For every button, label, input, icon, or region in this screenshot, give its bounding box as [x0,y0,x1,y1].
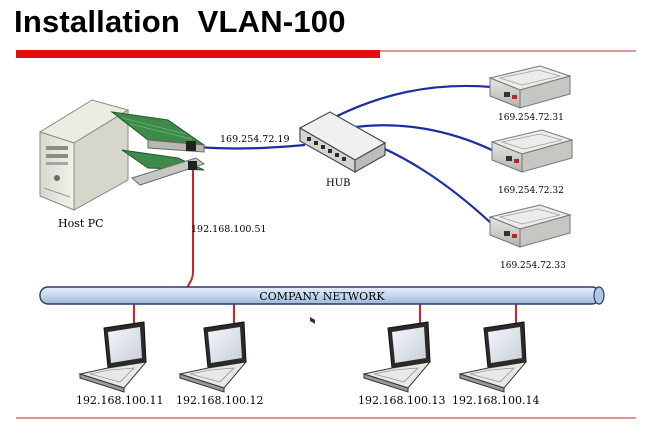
device-box-icon [488,65,572,109]
laptop-4-ip: 192.168.100.14 [452,394,539,407]
cable-host-hub [195,143,306,150]
nic-card-icon [110,111,206,186]
title-accent-bar [16,50,380,58]
device-2-ip: 169.254.72.32 [498,186,564,196]
cable-hub-device-2 [347,124,495,152]
laptop-icon [178,321,248,393]
laptop-3-ip: 192.168.100.13 [358,394,445,407]
device-box-icon [490,129,574,173]
laptop-icon [458,321,528,393]
laptop-icon [78,321,148,393]
host-label: Host PC [58,217,104,230]
host-hub-ip: 169.254.72.19 [220,134,290,145]
laptop-1-ip: 192.168.100.11 [76,394,163,407]
cable-hub-device-1 [334,84,493,118]
device-1-ip: 169.254.72.31 [498,113,564,123]
hub-icon [298,111,387,324]
company-network-bus [39,286,605,305]
laptop-icon [362,321,432,393]
host-network-ip: 192.168.100.51 [191,224,267,235]
host-pc-icon [38,99,130,211]
device-3-ip: 169.254.72.33 [500,261,566,271]
network-label: COMPANY NETWORK [259,290,385,303]
page-title: Installation VLAN-100 [14,4,346,39]
hub-label: HUB [326,178,351,189]
device-box-icon [488,204,572,248]
laptop-2-ip: 192.168.100.12 [176,394,263,407]
